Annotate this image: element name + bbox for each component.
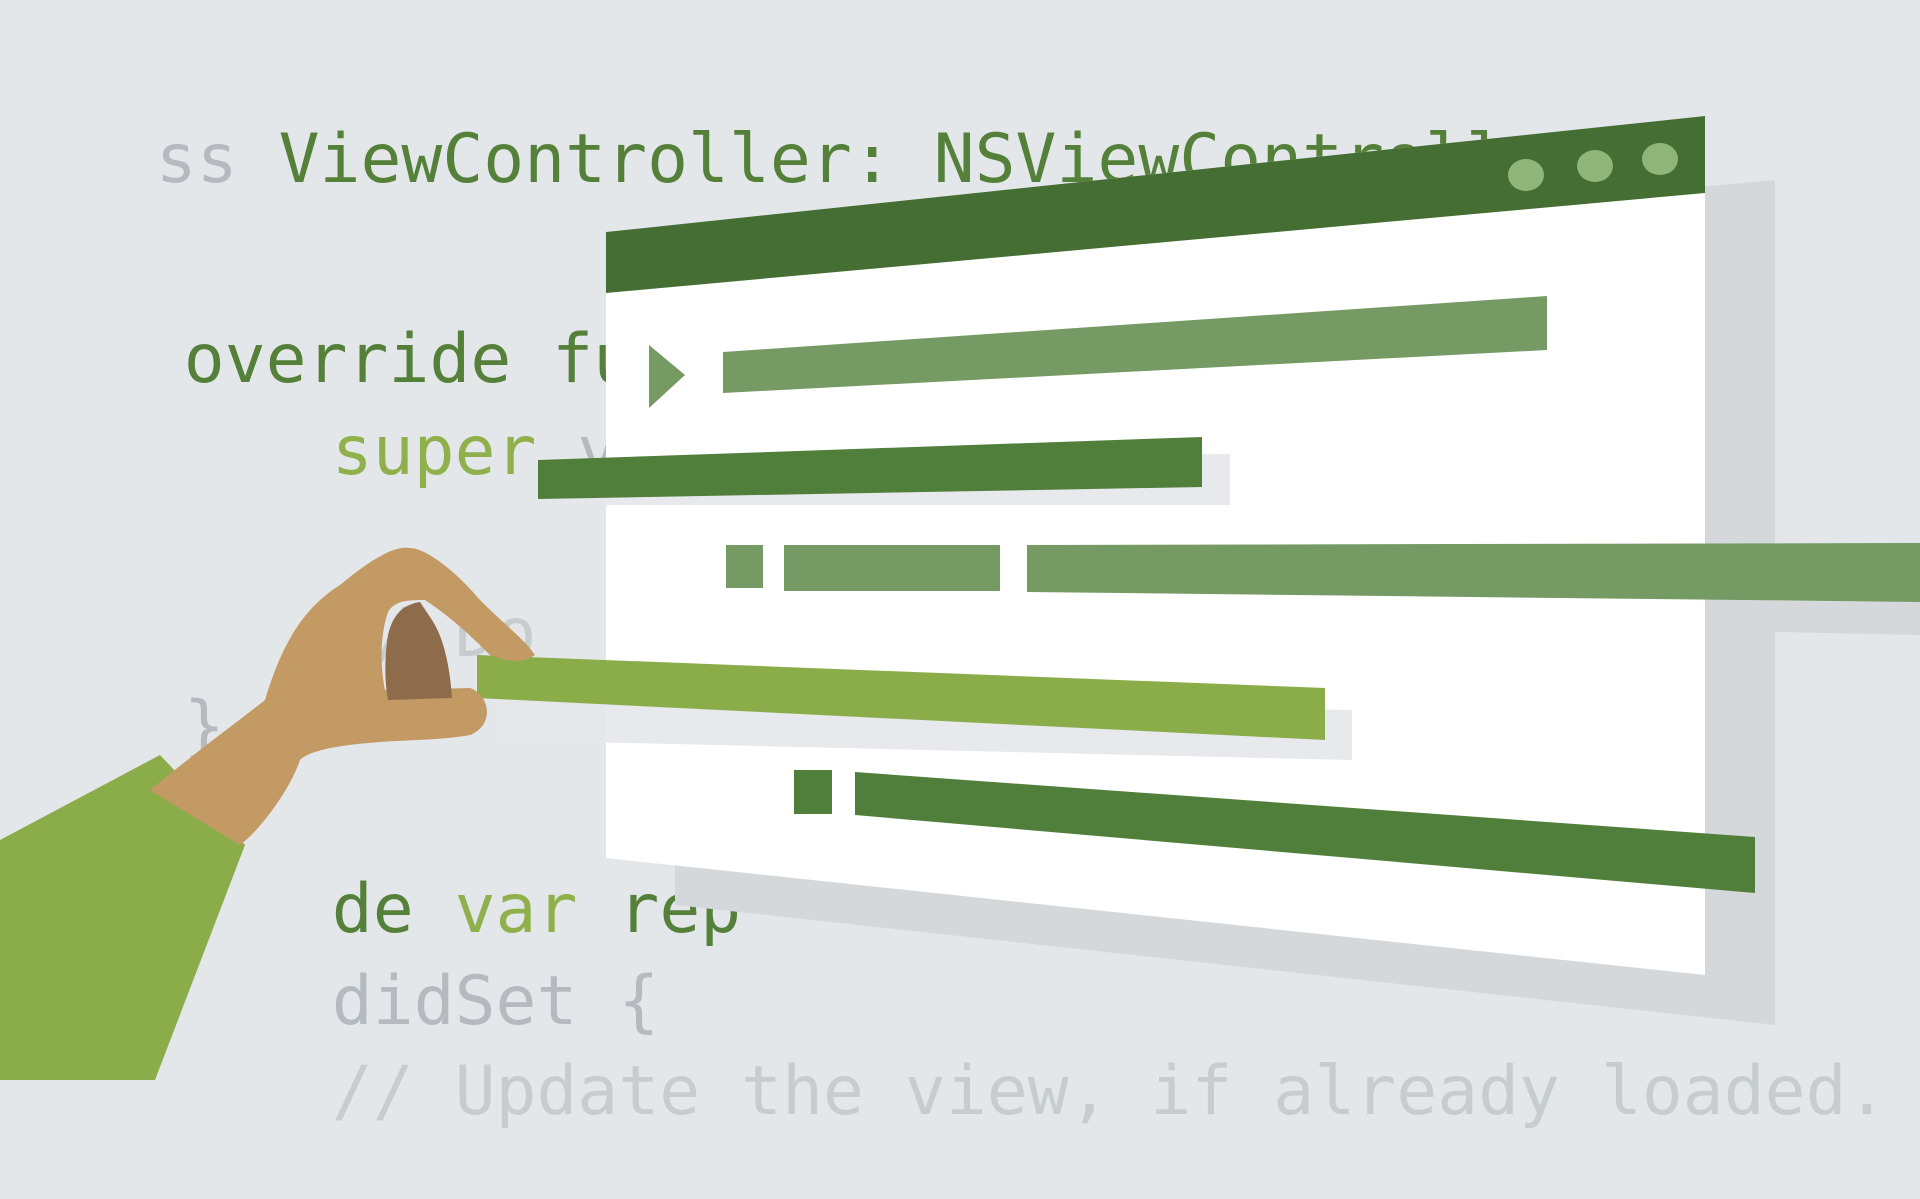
window-titlebar <box>606 116 1705 293</box>
code-keyword: var <box>454 870 578 949</box>
code-colon: : <box>851 120 893 199</box>
code-object: super <box>331 412 537 491</box>
hand-shadow <box>385 602 452 700</box>
code-keyword: de <box>331 870 414 949</box>
content-bar-2 <box>538 437 1202 499</box>
play-arrow-icon <box>649 345 685 408</box>
code-type: ViewController <box>278 120 852 199</box>
content-bar-1 <box>723 296 1547 393</box>
content-bar-3-shadow <box>1700 600 1920 635</box>
code-keyword: ss <box>155 120 238 199</box>
content-bar-3c <box>1027 543 1920 602</box>
window-dot-icon <box>1577 150 1613 182</box>
sleeve <box>0 755 245 1080</box>
illustration <box>0 116 1920 1080</box>
hand-icon <box>0 547 535 1080</box>
content-bar-3b <box>784 545 1000 591</box>
content-bar-4 <box>477 655 1325 740</box>
hand <box>150 547 535 845</box>
window-dot-icon <box>1642 143 1678 175</box>
window-dot-icon <box>1508 159 1544 191</box>
content-bar-5b <box>855 772 1755 893</box>
code-line-7: didSet { <box>168 900 660 1104</box>
content-bar-5a <box>794 770 832 814</box>
code-text: didSet { <box>331 962 660 1041</box>
content-bar-3a <box>726 545 763 588</box>
code-keyword: override <box>183 320 512 399</box>
